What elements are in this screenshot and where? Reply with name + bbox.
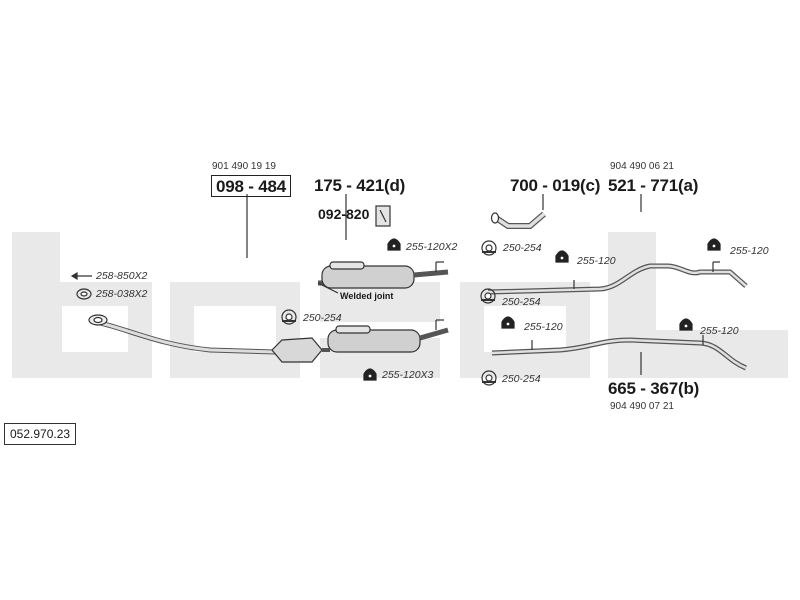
part-code-hanger: 092-820 — [318, 206, 370, 222]
catalyst-unit — [271, 337, 330, 363]
fitting-255-120-x3: 255-120X3 — [382, 369, 434, 381]
clamp-icon-255-120-b — [707, 238, 721, 251]
part-code-rear-b: 665 - 367(b) — [608, 379, 700, 398]
ring-clamp-icon-b — [281, 309, 297, 325]
clamp-icon-255-120-c — [501, 316, 515, 329]
fitting-250-254-a: 250-254 — [503, 242, 542, 254]
oe-number-front-pipe: 901 490 19 19 — [212, 161, 276, 172]
fitting-255-120-d: 255-120 — [700, 325, 739, 337]
fitting-250-254-b: 250-254 — [303, 312, 342, 324]
fitting-250-254-d: 250-254 — [502, 373, 541, 385]
fitting-255-120-a: 255-120 — [577, 255, 616, 267]
fitting-250-254-c: 250-254 — [502, 296, 541, 308]
ring-clamp-icon-d — [481, 370, 497, 386]
part-code-front-pipe: 098 - 484 — [211, 175, 292, 197]
part-code-tailpipe-c: 700 - 019(c) — [510, 176, 601, 195]
clamp-icon-upper-x2 — [387, 238, 401, 251]
front-pipe — [88, 314, 276, 355]
fitting-255-120-c: 255-120 — [524, 321, 563, 333]
tailpipe-c — [490, 211, 546, 229]
lower-silencer — [327, 319, 449, 353]
rear-pipe-b — [491, 335, 748, 371]
hanger-bracket — [375, 205, 391, 227]
ring-clamp-icon-c — [480, 288, 496, 304]
rear-pipe-a — [487, 261, 748, 295]
clamp-icon-255-120-a — [555, 250, 569, 263]
fitting-258-850: 258-850X2 — [96, 270, 148, 282]
clamp-icon-255-120-d — [679, 318, 693, 331]
part-code-middle-silencer: 175 - 421(d) — [314, 176, 406, 195]
arrow-clamp-icon — [70, 271, 92, 281]
upper-silencer — [317, 261, 449, 294]
fitting-255-120-x2: 255-120X2 — [406, 241, 458, 253]
gasket-icon — [76, 288, 92, 300]
welded-joint-note: Welded joint — [340, 291, 394, 301]
diagram-reference-number: 052.970.23 — [4, 423, 77, 445]
oe-number-rear-a: 904 490 06 21 — [610, 161, 674, 172]
fitting-258-038: 258-038X2 — [96, 288, 148, 300]
clamp-icon-lower-x3 — [363, 368, 377, 381]
ring-clamp-icon-a — [481, 240, 497, 256]
part-code-rear-a: 521 - 771(a) — [608, 176, 699, 195]
oe-number-rear-b: 904 490 07 21 — [610, 401, 674, 412]
fitting-255-120-b: 255-120 — [730, 245, 769, 257]
